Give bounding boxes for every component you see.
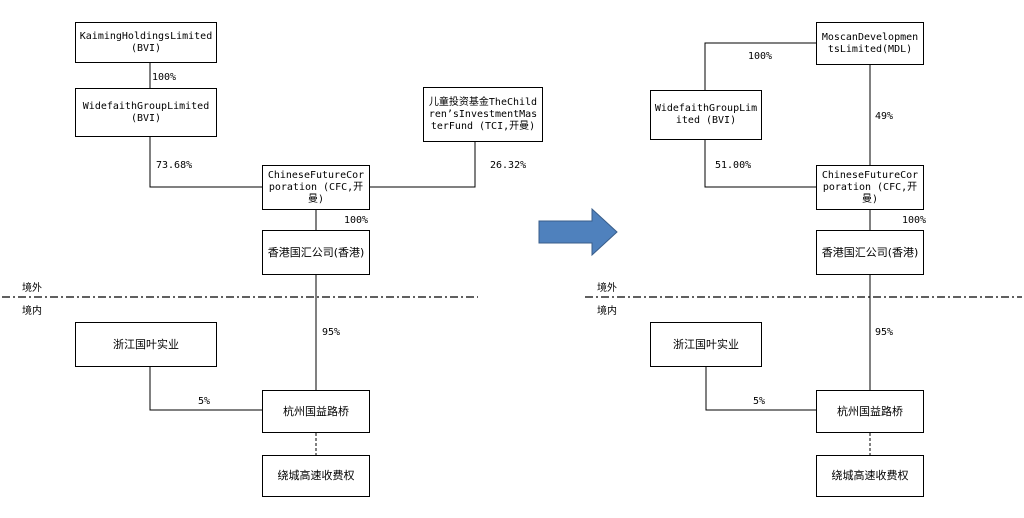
- line-tci-cfc: [370, 142, 476, 188]
- moscan-developments-box: MoscanDevelopmentsLimited(MDL): [816, 22, 924, 65]
- pct-widefaith-cfc: 73.68%: [156, 160, 193, 171]
- zone-onshore-label-right: 境内: [597, 306, 617, 317]
- pct-moscan-widefaith: 100%: [748, 51, 773, 62]
- pct-zhejiang-hangzhou-right: 5%: [753, 396, 766, 407]
- line-moscan-widefaith: [704, 42, 816, 90]
- widefaith-group-box-right: WidefaithGroupLimited (BVI): [650, 90, 762, 140]
- zhejiang-guoye-box-right: 浙江国叶实业: [650, 322, 762, 367]
- pct-cfc-hk: 100%: [344, 215, 369, 226]
- pct-tci-cfc: 26.32%: [490, 160, 527, 171]
- zone-offshore-label-right: 境外: [597, 283, 617, 294]
- zone-offshore-label: 境外: [22, 283, 42, 294]
- pct-cfc-hk-right: 100%: [902, 215, 927, 226]
- line-zhejiang-hangzhou-right: [705, 367, 816, 411]
- pct-hk-hangzhou-right: 95%: [875, 327, 894, 338]
- pct-moscan-cfc: 49%: [875, 111, 894, 122]
- pct-widefaith-cfc-right: 51.00%: [715, 160, 752, 171]
- widefaith-group-box: WidefaithGroupLimited (BVI): [75, 88, 217, 137]
- zone-onshore-label: 境内: [22, 306, 42, 317]
- cfc-box: ChineseFutureCorporation (CFC,开曼): [262, 165, 370, 210]
- hangzhou-guoyi-box: 杭州国益路桥: [262, 390, 370, 433]
- toll-rights-box-right: 绕城高速收费权: [816, 455, 924, 497]
- line-widefaith-cfc: [149, 137, 262, 188]
- toll-rights-box: 绕城高速收费权: [262, 455, 370, 497]
- line-widefaith-cfc-right: [704, 140, 816, 188]
- pct-kaiming-widefaith: 100%: [152, 72, 177, 83]
- zhejiang-guoye-box: 浙江国叶实业: [75, 322, 217, 367]
- hangzhou-guoyi-box-right: 杭州国益路桥: [816, 390, 924, 433]
- kaiming-holdings-box: KaimingHoldingsLimited (BVI): [75, 22, 217, 63]
- pct-hk-hangzhou: 95%: [322, 327, 341, 338]
- hk-guohui-box: 香港国汇公司(香港): [262, 230, 370, 275]
- tci-fund-box: 儿童投资基金TheChildren’sInvestmentMasterFund …: [423, 87, 543, 142]
- hk-guohui-box-right: 香港国汇公司(香港): [816, 230, 924, 275]
- pct-zhejiang-hangzhou: 5%: [198, 396, 211, 407]
- line-zhejiang-hangzhou: [149, 367, 262, 411]
- transition-arrow: [538, 207, 618, 257]
- cfc-box-right: ChineseFutureCorporation (CFC,开曼): [816, 165, 924, 210]
